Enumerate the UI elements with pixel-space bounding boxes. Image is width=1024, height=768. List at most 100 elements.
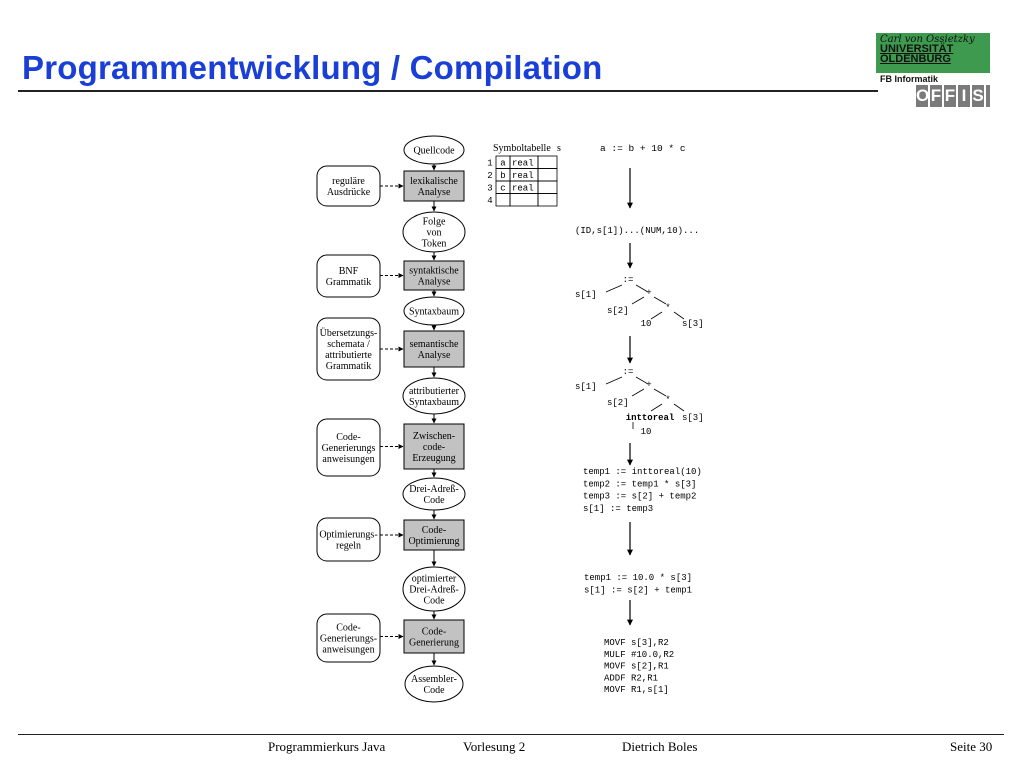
tree-leaf: s[1]: [575, 382, 597, 392]
data-node-label: Folge: [423, 217, 446, 228]
tree-edge: [631, 388, 645, 397]
data-node-label: Syntaxbaum: [409, 307, 459, 318]
symbol-table-entry-type: real: [512, 159, 534, 169]
tree-edge: [650, 311, 663, 320]
data-node-label: Token: [422, 239, 447, 250]
symbol-table-cell: [509, 193, 539, 207]
token-sequence: (ID,s[1])...(NUM,10)...: [575, 226, 699, 236]
symbol-table-entry-type: real: [512, 171, 534, 181]
logo-signature: Carl von Ossietzky: [880, 34, 975, 45]
assembler-line: MULF #10.0,R2: [604, 650, 674, 660]
logo-university-name: UNIVERSITÄT OLDENBURG: [880, 43, 954, 65]
input-label: regeln: [336, 541, 361, 552]
phase-label: Generierung: [409, 638, 459, 649]
data-node-label: attributierter: [409, 386, 460, 397]
input-label: anweisungen: [322, 454, 374, 465]
three-address-line: temp2 := temp1 * s[3]: [583, 479, 696, 489]
three-address-line: temp1 := inttoreal(10): [583, 467, 702, 477]
tree-edge: [605, 376, 623, 385]
logo-uni-line1: UNIVERSITÄT: [880, 43, 954, 55]
tree-leaf: s[2]: [607, 306, 629, 316]
input-label: Ausdrücke: [327, 187, 371, 198]
symbol-table-entry-name: b: [500, 171, 505, 181]
tree-node-plus: +: [646, 380, 651, 390]
tree-leaf: 10: [641, 427, 652, 437]
phase-label: code-: [423, 442, 445, 453]
data-node-label: Drei-Adreß-: [409, 484, 458, 495]
three-address-line: temp3 := s[2] + temp2: [583, 492, 696, 502]
symbol-table-title: Symboltabelle: [493, 143, 551, 154]
footer-page: Seite 30: [950, 739, 993, 754]
symbol-table-index: 4: [487, 196, 492, 206]
data-node-label: Syntaxbaum: [409, 397, 459, 408]
data-node-label: Quellcode: [413, 146, 455, 157]
phase-box: [403, 519, 465, 551]
phase-label: Optimierung: [408, 536, 459, 547]
tree-edge: [653, 388, 667, 397]
symbol-table-index: 2: [487, 171, 492, 181]
offis-letter: I: [958, 85, 972, 107]
footer-divider: [18, 734, 1004, 735]
phase-label: lexikalische: [410, 176, 458, 187]
symbol-table-entry-name: a: [500, 159, 506, 169]
tree-node-assign: :=: [623, 367, 634, 377]
phase-label: Analyse: [418, 187, 451, 198]
input-label: Übersetzungs-: [320, 327, 378, 339]
tree-edge: [635, 284, 649, 293]
tree-edge: [605, 284, 623, 293]
assembler-line: MOVF s[3],R2: [604, 638, 669, 648]
data-node-label: Assembler-: [411, 674, 457, 685]
optimized-code-line: temp1 := 10.0 * s[3]: [584, 573, 692, 583]
symbol-table-name: s: [557, 143, 561, 154]
input-label: anweisungen: [322, 645, 374, 656]
tree-leaf: s[2]: [607, 398, 629, 408]
input-box: [316, 517, 381, 562]
symbol-table-entry-name: c: [500, 184, 505, 194]
input-label: BNF: [339, 266, 359, 277]
input-label: reguläre: [332, 176, 365, 187]
page-title: Programmentwicklung / Compilation: [22, 49, 603, 86]
phase-box: [403, 619, 465, 654]
tree-edge: [631, 296, 645, 305]
symbol-table-cell: [495, 193, 511, 207]
phase-label: Analyse: [418, 277, 451, 288]
assembler-line: ADDF R2,R1: [604, 673, 658, 683]
assembler-line: MOVF s[2],R1: [604, 662, 669, 672]
offis-letter: F: [944, 85, 958, 107]
three-address-line: s[1] := temp3: [583, 504, 653, 514]
tree-node-times: *: [665, 395, 670, 405]
input-label: schemata /: [327, 339, 370, 350]
footer-author: Dietrich Boles: [622, 739, 698, 754]
input-label: Code-: [336, 623, 360, 634]
symbol-table-cell: [537, 155, 558, 169]
footer-lecture: Vorlesung 2: [463, 739, 526, 754]
tree-leaf: s[1]: [575, 290, 597, 300]
source-statement: a := b + 10 * c: [600, 143, 686, 154]
phase-label: Code-: [422, 627, 446, 638]
pipeline: QuellcodeFolgevonTokenSyntaxbaumattribut…: [316, 135, 466, 703]
phase-label: semantische: [410, 339, 459, 350]
logo-green-panel: [876, 33, 990, 73]
symbol-table-cell: [537, 193, 558, 207]
input-label: Optimierungs-: [319, 530, 377, 541]
phase-box: [403, 330, 465, 368]
phase-box: [403, 170, 465, 202]
tree-edge: [653, 296, 667, 305]
data-node-label: Code: [423, 685, 445, 696]
input-label: attributierte: [325, 350, 372, 361]
data-node-label: optimierter: [412, 574, 457, 585]
tree-leaf: s[3]: [682, 319, 704, 329]
offis-letter: F: [930, 85, 944, 107]
tree-leaf: 10: [641, 319, 652, 329]
tree-edge: [635, 376, 649, 385]
logo-department: FB Informatik: [880, 74, 939, 84]
tree-leaf: s[3]: [682, 413, 704, 423]
symbol-table-cell: [537, 168, 558, 182]
phase-label: Analyse: [418, 350, 451, 361]
data-node-label: Code: [423, 596, 445, 607]
input-label: Generierungs: [322, 443, 376, 454]
data-node-label: von: [427, 228, 442, 239]
